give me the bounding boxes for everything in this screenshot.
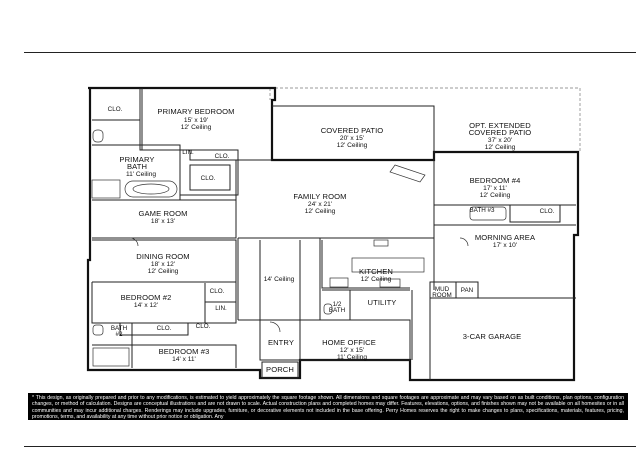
kitchen-island: [351, 257, 425, 273]
covered-patio-dims: 20' x 15': [340, 135, 364, 142]
bedroom4-closet-label: CLO.: [540, 208, 555, 215]
lin-label-bottom: LIN.: [215, 305, 227, 312]
opt-patio-dims: 37' x 20': [488, 137, 512, 144]
covered-patio-edge: [272, 105, 435, 160]
dining-room-dims: 18' x 12': [151, 261, 175, 268]
game-room-dims: 18' x 13': [151, 218, 175, 225]
bedroom4-label: BEDROOM #4: [470, 176, 521, 185]
family-room-label: FAMILY ROOM: [293, 192, 346, 201]
garage-walls: [411, 290, 576, 380]
bedroom4-dims: 17' x 11': [483, 185, 507, 192]
dining-room-label: DINING ROOM: [136, 252, 189, 261]
kitchen-walls: [320, 237, 434, 289]
bottom-rule: [24, 446, 636, 447]
closet-label-top: CLO.: [215, 153, 230, 160]
pan-label: PAN: [461, 287, 474, 294]
bath-closet-label: CLO.: [201, 175, 216, 182]
bath3-label: BATH #3: [469, 207, 495, 214]
family-room-ceiling: 12' Ceiling: [305, 208, 336, 215]
half-bath-toilet: [323, 303, 333, 315]
bedroom3-label: BEDROOM #3: [159, 347, 210, 356]
morning-area-dims: 17' x 10': [493, 242, 517, 249]
morning-area-label: MORNING AREA: [475, 233, 536, 242]
covered-patio-ceiling: 12' Ceiling: [337, 142, 368, 149]
opt-patio-label-1: OPT. EXTENDED: [469, 121, 531, 130]
fireplace: [389, 164, 426, 183]
mud-room-label-2: ROOM: [432, 292, 452, 299]
door-swing: [129, 237, 139, 247]
bedroom4-walls: [434, 204, 576, 223]
kitchen-ceiling: 12' Ceiling: [361, 276, 392, 283]
game-room-label: GAME ROOM: [139, 209, 188, 218]
dining-room-ceiling: 12' Ceiling: [148, 268, 179, 275]
porch-box: [261, 361, 299, 379]
bath2-closet-label-a: CLO.: [157, 325, 172, 332]
primary-bedroom-dims: 15' x 19': [184, 117, 208, 124]
bedroom2-label: BEDROOM #2: [121, 293, 172, 302]
home-office-walls: [300, 319, 411, 361]
bathtub: [124, 180, 178, 198]
entry-label: ENTRY: [268, 338, 294, 347]
kitchen-counter: [379, 278, 401, 288]
shower: [91, 179, 121, 199]
home-office-ceiling: 11' Ceiling: [337, 354, 367, 361]
primary-bath-ceiling: 11' Ceiling: [126, 171, 156, 178]
bedroom2-dims: 14' x 12': [134, 302, 158, 309]
bath2-sink: [92, 324, 104, 336]
sink: [373, 239, 389, 247]
primary-bath-label-2: BATH: [127, 162, 147, 171]
home-office-dims: 12' x 15': [340, 347, 364, 354]
bedroom3-walls: [131, 344, 237, 368]
bedroom2-closet-label: CLO.: [210, 288, 225, 295]
primary-bedroom-label: PRIMARY BEDROOM: [157, 107, 234, 116]
bath2-closet-label-b: CLO.: [196, 323, 211, 330]
exterior-wall: [86, 86, 580, 382]
opt-patio-label-2: COVERED PATIO: [469, 128, 532, 137]
covered-patio-label: COVERED PATIO: [321, 126, 384, 135]
bedroom4-ceiling: 12' Ceiling: [480, 192, 511, 199]
tub-basin: [132, 183, 170, 195]
extended-patio-outline: [270, 87, 581, 152]
door-swing: [269, 321, 281, 333]
gallery-walls: [237, 237, 321, 320]
primary-closet-label: CLO.: [108, 106, 123, 113]
bath3-tub: [469, 206, 507, 221]
top-rule: [24, 52, 636, 53]
disclaimer-text: * This design, as originally prepared an…: [28, 393, 628, 420]
primary-bath-label-1: PRIMARY: [119, 155, 154, 164]
opt-patio-ceiling: 12' Ceiling: [485, 144, 516, 151]
home-office-label: HOME OFFICE: [322, 338, 376, 347]
cooktop: [329, 277, 349, 288]
bath2-label-2: #2: [115, 331, 123, 338]
door-swing: [459, 237, 469, 247]
family-room-dims: 24' x 21': [308, 201, 332, 208]
utility-label: UTILITY: [368, 298, 397, 307]
porch-label: PORCH: [266, 365, 294, 374]
toilet: [92, 129, 104, 143]
lin-label-top: LIN.: [182, 149, 194, 156]
bath2-label-1: BATH: [111, 325, 128, 332]
half-bath-label-2: BATH: [329, 307, 346, 314]
garage-label: 3-CAR GARAGE: [463, 332, 522, 341]
kitchen-label: KITCHEN: [359, 267, 393, 276]
dining-room-walls: [92, 239, 237, 283]
half-bath-label-1: 1/2: [333, 301, 342, 308]
bedroom3-dims: 14' x 11': [172, 356, 196, 363]
mud-room-label-1: MUD: [435, 286, 450, 293]
bath2-walls: [92, 322, 189, 346]
bath2-tub: [92, 347, 130, 367]
primary-bedroom-ceiling: 12' Ceiling: [181, 124, 212, 131]
morning-area-walls: [433, 224, 576, 290]
gallery-ceiling: 14' Ceiling: [264, 276, 295, 283]
bath-closets: [189, 150, 238, 191]
half-bath-utility: [322, 289, 410, 321]
